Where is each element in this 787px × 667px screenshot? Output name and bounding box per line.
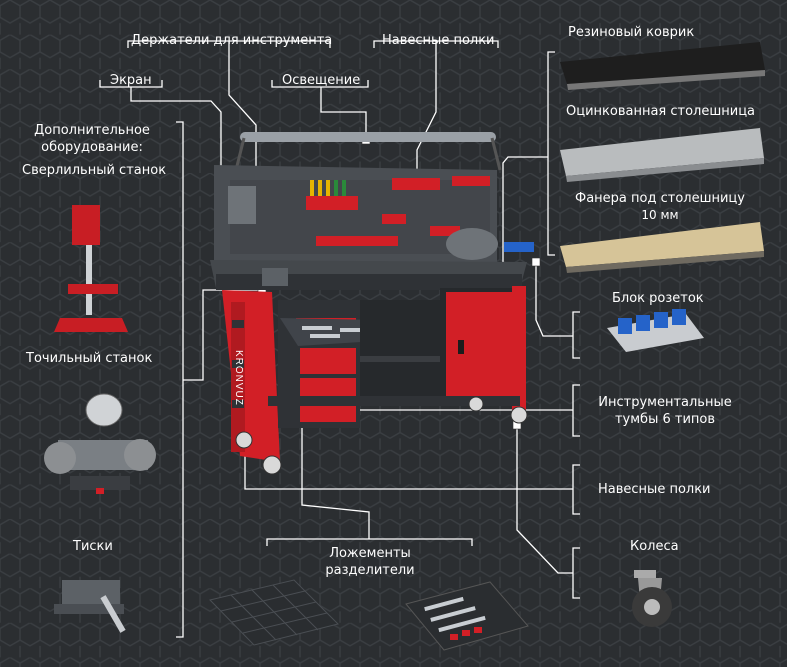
label-extra-equipment: Дополнительное оборудование: [28, 122, 156, 156]
label-trays-line1: Ложементы [329, 546, 411, 561]
label-grinder: Точильный станок [26, 351, 153, 366]
label-hanging-shelves-right: Навесные полки [598, 482, 711, 497]
label-drill: Сверлильный станок [22, 163, 167, 178]
label-trays: Ложементы разделители [310, 545, 430, 579]
label-tool-holders: Держатели для инструмента [131, 33, 333, 48]
label-screen: Экран [110, 73, 152, 88]
label-wheels: Колеса [630, 539, 679, 554]
label-cabinets-line1: Инструментальные [598, 395, 732, 410]
label-lighting: Освещение [282, 73, 361, 88]
label-plywood-line1: Фанера под столешницу [575, 191, 745, 206]
label-rubber-mat: Резиновый коврик [568, 25, 695, 40]
label-galvanized-top: Оцинкованная столешница [566, 104, 756, 119]
label-cabinets-line2: тумбы 6 типов [614, 412, 716, 427]
label-trays-line2: разделители [325, 563, 415, 578]
label-extra-line2: оборудование: [41, 140, 143, 155]
label-plywood-line2: 10 мм [641, 208, 679, 222]
label-sockets: Блок розеток [612, 291, 704, 306]
label-extra-line1: Дополнительное [34, 123, 150, 138]
label-cabinets: Инструментальные тумбы 6 типов [585, 394, 745, 428]
label-plywood: Фанера под столешницу 10 мм [570, 190, 750, 224]
label-hanging-shelves-top: Навесные полки [382, 33, 495, 48]
label-vise: Тиски [73, 539, 113, 554]
